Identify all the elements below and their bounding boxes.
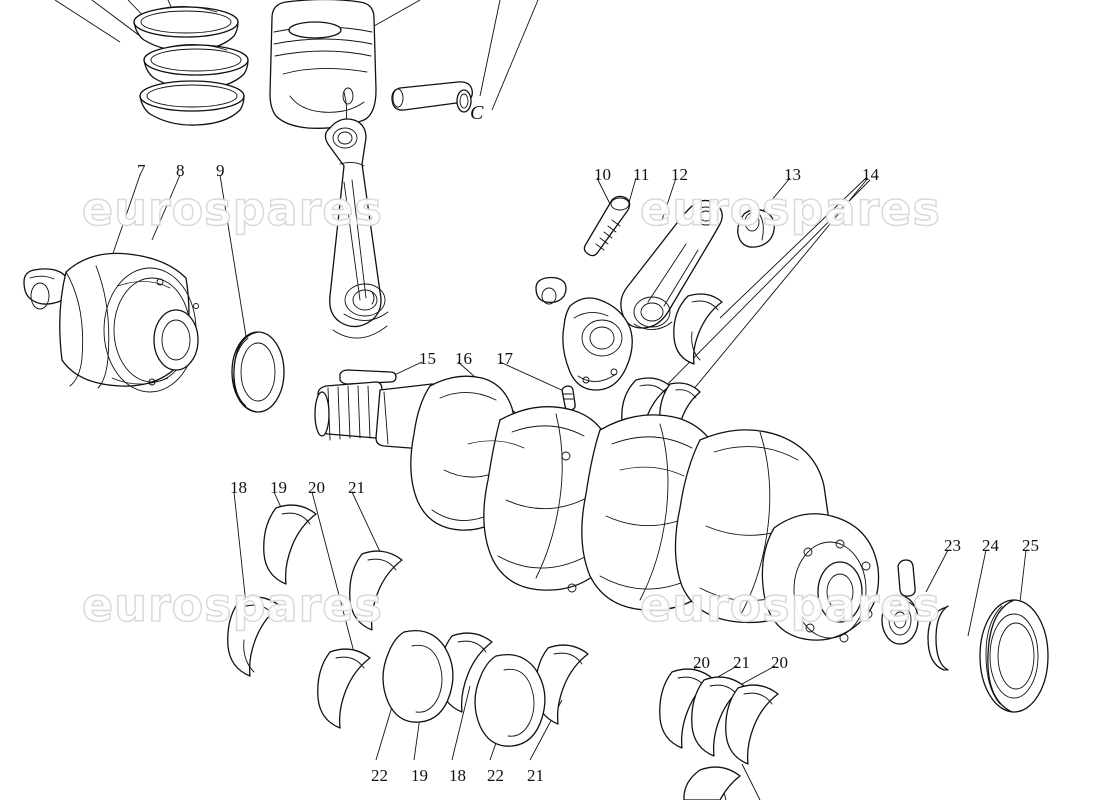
- dowel-pin-17: [561, 385, 576, 411]
- leader-lines-23-24-25: [925, 549, 1027, 637]
- rod-nut: [535, 276, 567, 305]
- wrist-pin: [391, 81, 473, 113]
- leader-lines-10-14: [596, 177, 871, 405]
- crank-pulley-damper: [23, 252, 285, 413]
- oil-seal-25: [979, 599, 1049, 713]
- piston: [269, 0, 377, 129]
- connecting-rod-exploded: [562, 199, 723, 391]
- crankshaft: [314, 375, 880, 643]
- callout-letter-c: C: [470, 102, 484, 124]
- pilot-bearing-23: [881, 595, 919, 645]
- main-bearing-shells-left: [227, 504, 589, 747]
- snap-ring-24: [927, 605, 949, 671]
- woodruff-key: [339, 369, 397, 385]
- connecting-rod-assembled: [324, 118, 389, 339]
- small-end-bush: [737, 208, 775, 248]
- top-leader-lines: [54, 0, 539, 111]
- leader-lines-7-8-9: [109, 174, 247, 337]
- rod-bolt: [583, 195, 631, 257]
- spigot-pin: [897, 559, 916, 597]
- piston-rings: [133, 6, 249, 126]
- main-bearing-shells-right: [659, 668, 779, 800]
